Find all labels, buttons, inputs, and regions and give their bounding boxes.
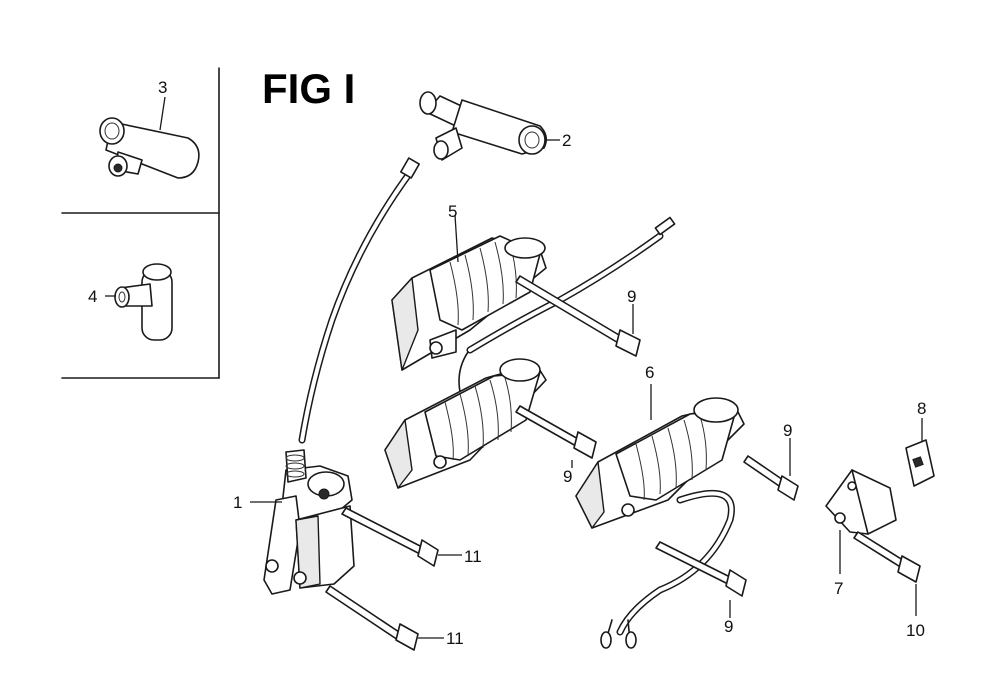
part-2-spark-plug-cap (419, 91, 560, 161)
callout-9-right: 9 (783, 421, 792, 440)
callout-3: 3 (158, 78, 167, 97)
callout-1: 1 (233, 493, 242, 512)
callout-4: 4 (88, 287, 97, 306)
part-6-exciter-coil (575, 384, 745, 529)
middle-coil (384, 358, 547, 489)
part-4-elbow-cap (105, 263, 173, 341)
callout-6: 6 (645, 363, 654, 382)
coil-6-lead-wire (600, 489, 735, 649)
callout-10: 10 (906, 621, 925, 640)
callout-11-lower: 11 (446, 629, 464, 648)
part-7-bracket (825, 469, 897, 574)
inset-frame (61, 67, 220, 379)
part-9-bolt-right (743, 438, 799, 501)
part-9-bolt-lower (655, 541, 747, 618)
callout-9-upper: 9 (627, 287, 636, 306)
figure-title: FIG I (262, 65, 355, 112)
callout-11-upper: 11 (464, 547, 482, 566)
part-11-bolt-lower (325, 585, 444, 651)
part-8-clip (905, 418, 935, 487)
callout-8: 8 (917, 399, 926, 418)
part-9-bolt-upper (515, 275, 641, 357)
part-11-bolt-upper (341, 507, 462, 567)
high-tension-cable (298, 157, 420, 444)
part-5-exciter-coil (391, 214, 547, 371)
callout-9-lower: 9 (724, 617, 733, 636)
part-10-bolt (853, 531, 921, 616)
part-3-plug-cap (99, 96, 200, 179)
callout-2: 2 (562, 131, 571, 150)
part-1-ignition-coil (250, 449, 355, 595)
callout-5: 5 (448, 202, 457, 221)
part-9-bolt-middle (515, 405, 597, 468)
callout-7: 7 (834, 579, 843, 598)
callout-9-middle: 9 (563, 467, 572, 486)
